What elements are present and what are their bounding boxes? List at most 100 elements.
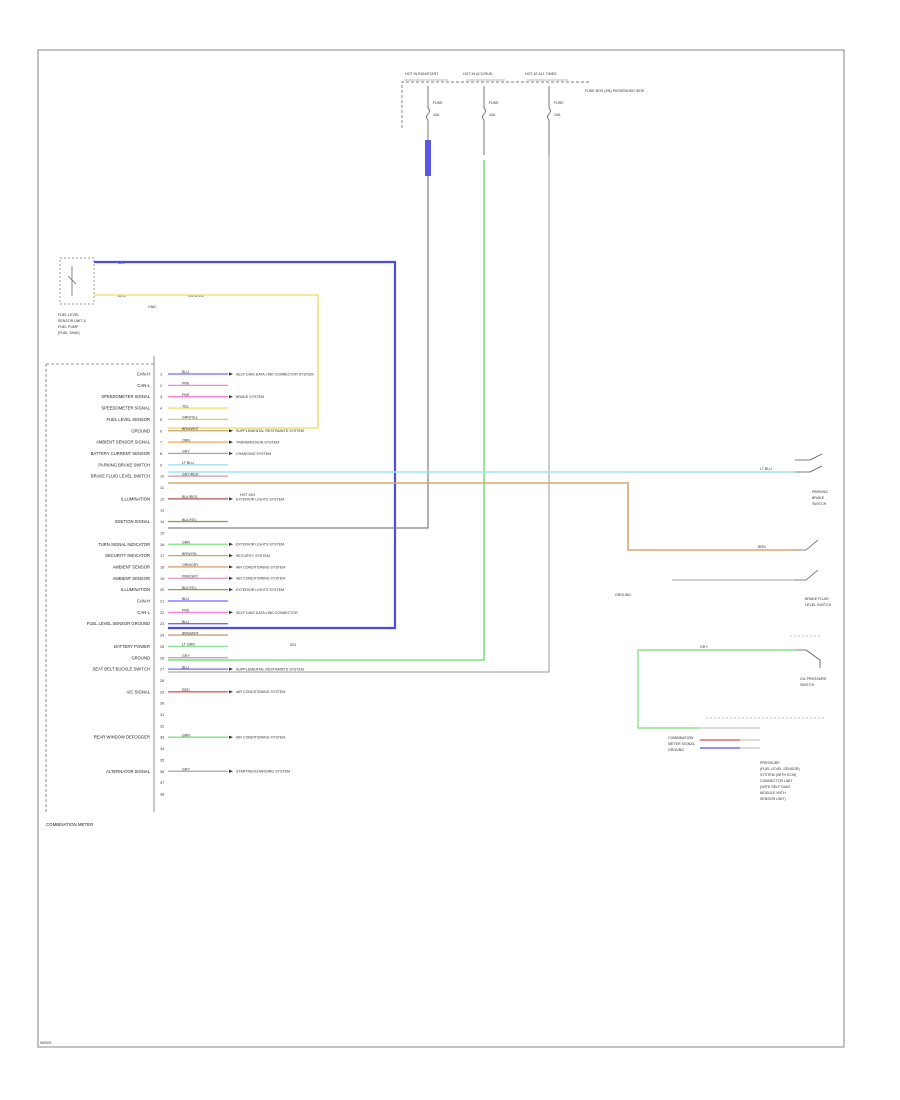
meter-pin-wire-color: PNK bbox=[182, 382, 190, 386]
meter-pin-wire-color: BLU bbox=[182, 665, 189, 669]
meter-pin-arrow-icon bbox=[229, 667, 233, 671]
meter-pin-number: 15 bbox=[160, 531, 164, 535]
parking-brake-line-2: BRAKE bbox=[812, 496, 825, 500]
meter-pin-wire-color: BLU bbox=[182, 620, 189, 624]
meter-pin-destination: SUPPLEMENTAL RESTRAINTS SYSTEM bbox=[236, 668, 304, 672]
meter-pin-wire-color: BLK/YEL bbox=[182, 518, 197, 522]
meter-pin-label: AMBIENT SENSOR SIGNAL bbox=[96, 440, 151, 445]
meter-pin-arrow-icon bbox=[229, 497, 233, 501]
module-line-2: (FUEL LEVEL SENSOR) bbox=[760, 767, 800, 771]
meter-pin-label: CAN-H bbox=[137, 599, 150, 604]
meter-pin-label: BATTERY POWER bbox=[114, 644, 150, 649]
meter-pin-wire-color: BLK/RED bbox=[182, 495, 198, 499]
fuse-3-header: HOT AT ALL TIMES bbox=[525, 72, 557, 76]
ground-label: GROUND bbox=[615, 593, 631, 597]
fuel-sender-wire-bottom: BRN bbox=[118, 294, 126, 298]
meter-pin-number: 20 bbox=[160, 588, 164, 592]
meter-pin-wire-color: GRN bbox=[182, 540, 190, 544]
meter-pin-arrow-icon bbox=[229, 610, 233, 614]
meter-pin-number: 27 bbox=[160, 668, 164, 672]
meter-pin-arrow-icon bbox=[229, 429, 233, 433]
module-line-7: SENSOR UNIT) bbox=[760, 797, 786, 801]
meter-pin-wire-color: BLK/YEL bbox=[182, 586, 197, 590]
meter-pin-wire-color: ORN/GRY bbox=[182, 563, 199, 567]
meter-pin-row: CAN-L 2 PNK bbox=[137, 382, 228, 388]
meter-pin-wire-color: ORN bbox=[182, 438, 190, 442]
meter-pin-row: 34 bbox=[160, 747, 164, 751]
meter-pin-label: ALTERNATOR SIGNAL bbox=[106, 769, 151, 774]
fuel-level-sensor-unit: FUEL LEVEL SENSOR UNIT & FUEL PUMP (FUEL… bbox=[58, 257, 204, 335]
meter-pin-destination: EXTERIOR LIGHTS SYSTEM bbox=[236, 497, 284, 501]
meter-pin-arrow-icon bbox=[229, 588, 233, 592]
meter-pin-label: ILLUMINATION bbox=[121, 587, 150, 592]
meter-pin-arrow-icon bbox=[229, 735, 233, 739]
meter-pin-label: SPEEDOMETER SIGNAL bbox=[101, 394, 150, 399]
fuse-2-amp: 10A bbox=[489, 113, 496, 117]
meter-pin-destination: AIR CONDITIONING SYSTEM bbox=[236, 736, 285, 740]
meter-pin-destination: EXTERIOR LIGHTS SYSTEM bbox=[236, 543, 284, 547]
meter-pin-label: SECURITY INDICATOR bbox=[105, 553, 150, 558]
meter-pin-label: BATTERY CURRENT SENSOR bbox=[91, 451, 150, 456]
fuse-2-label: FUSE bbox=[489, 101, 499, 105]
meter-pin-number: 37 bbox=[160, 781, 164, 785]
meter-pin-label: AMBIENT SENSOR bbox=[113, 564, 150, 569]
meter-pin-wire-color: GRY bbox=[182, 654, 190, 658]
meter-pin-wire-color: GRY/RED bbox=[182, 472, 199, 476]
meter-pin-wire-color: PNK bbox=[182, 393, 190, 397]
parking-brake-switch: PARKING BRAKE SWITCH LT BLU bbox=[760, 453, 828, 506]
meter-pin-row: 28 bbox=[160, 679, 164, 683]
meter-pin-number: 1 bbox=[160, 373, 162, 377]
meter-pin-row: 35 bbox=[160, 758, 164, 762]
meter-pin-label: BRAKE FLUID LEVEL SWITCH bbox=[91, 474, 150, 479]
fuse-2-header: HOT IN ACC/RUN bbox=[463, 72, 493, 76]
meter-pin-wire-color: RED bbox=[182, 688, 190, 692]
meter-pin-label: FUEL LEVEL SENSOR bbox=[107, 417, 150, 422]
meter-pin-number: 9 bbox=[160, 463, 162, 467]
module-line-1: PRESSURE bbox=[760, 761, 780, 765]
meter-pin-number: 16 bbox=[160, 543, 164, 547]
meter-pin-row: 11 bbox=[160, 486, 164, 490]
meter-pin-destination: SELF DIAG DATA LINK CONNECTOR bbox=[236, 611, 298, 615]
meter-pin-label: REAR WINDOW DEFOGGER bbox=[94, 735, 150, 740]
parking-brake-line-1: PARKING bbox=[812, 490, 828, 494]
meter-pin-number: 12 bbox=[160, 497, 164, 501]
meter-pin-arrow-icon bbox=[229, 372, 233, 376]
meter-pin-wire-color: BLU bbox=[182, 597, 189, 601]
fuel-sender-line-4: (FUEL TANK) bbox=[58, 331, 80, 335]
module-line-4: CONNECTOR UNIT bbox=[760, 779, 793, 783]
meter-pin-destination: CHARGING SYSTEM bbox=[236, 452, 271, 456]
fuse-1: FUSE 10A bbox=[426, 86, 443, 155]
meter-pin-destination: AIR CONDITIONING SYSTEM bbox=[236, 565, 285, 569]
meter-pin-row: 38 bbox=[160, 792, 164, 796]
meter-pin-label: ILLUMINATION bbox=[121, 496, 150, 501]
fuel-sender-ground: GND bbox=[148, 305, 156, 309]
meter-pin-arrow-icon bbox=[229, 440, 233, 444]
module-pin-1: COMBINATION bbox=[668, 736, 693, 740]
wire-purple-ign bbox=[168, 155, 429, 529]
brake-fluid-level-switch: BRAKE FLUID LEVEL SWITCH BRN GROUND bbox=[615, 539, 832, 607]
meter-pin-number: 2 bbox=[160, 384, 162, 388]
meter-pin-row: 32 bbox=[160, 724, 164, 728]
meter-pin-number: 11 bbox=[160, 486, 164, 490]
meter-pin-wire-color: LT BLU bbox=[182, 461, 194, 465]
meter-pin-label: CAN-L bbox=[137, 383, 150, 388]
meter-pin-destination: STARTING/CHARGING SYSTEM bbox=[236, 770, 290, 774]
brake-fluid-line-1: BRAKE FLUID bbox=[805, 597, 829, 601]
wire-green-oil-loop bbox=[637, 649, 795, 729]
meter-pin-number: 23 bbox=[160, 622, 164, 626]
brake-fluid-wire: BRN bbox=[758, 545, 766, 549]
meter-pin-label: A/C SIGNAL bbox=[126, 689, 150, 694]
wire-gray-batt bbox=[168, 155, 550, 673]
oil-pressure-line-2: SWITCH bbox=[800, 683, 815, 687]
meter-pin-destination: AIR CONDITIONING SYSTEM bbox=[236, 577, 285, 581]
meter-pin-number: 31 bbox=[160, 713, 164, 717]
